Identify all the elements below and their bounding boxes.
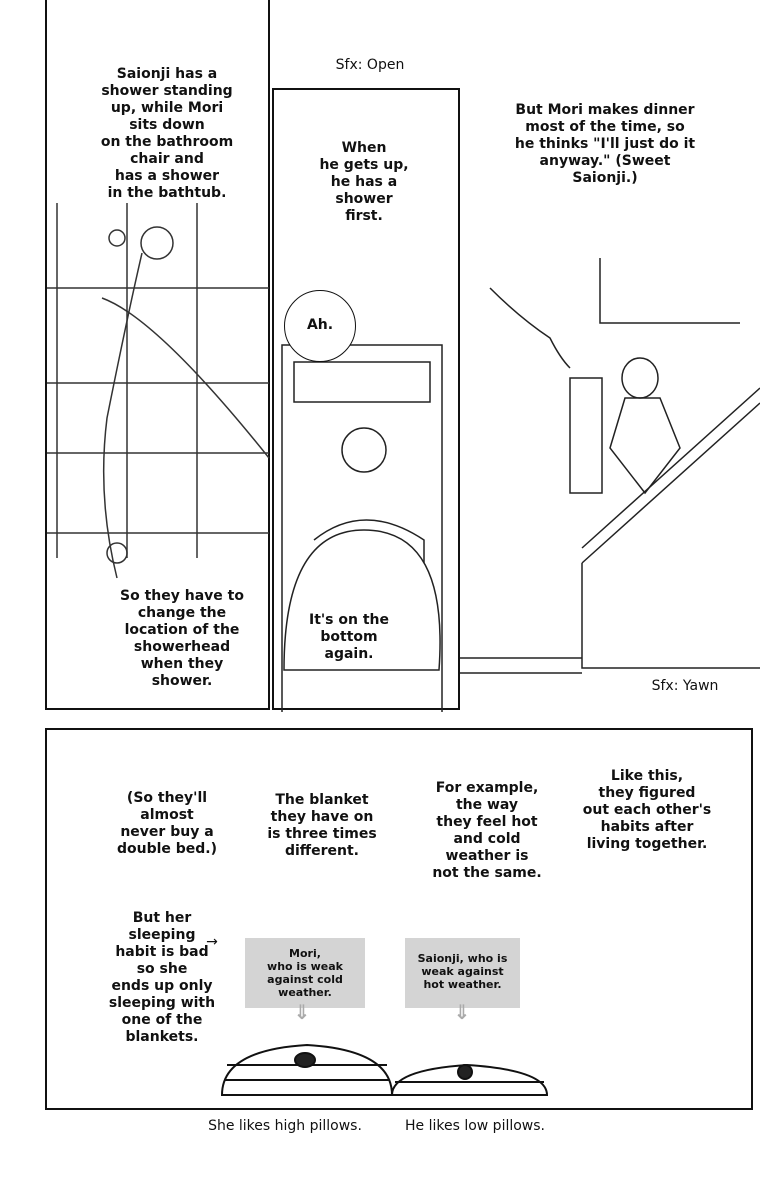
pillows-drawing (220, 1043, 549, 1096)
panel-shower: Saionji has a shower standing up, while … (45, 0, 270, 710)
speech-bubble-ah: Ah. (284, 290, 356, 362)
bathroom-door-drawing (281, 344, 443, 712)
caption-low-pillows: He likes low pillows. (404, 1118, 545, 1134)
note-hot-cold: For example, the way they feel hot and c… (432, 780, 542, 881)
label-mori-box: Mori, who is weak against cold weather. (245, 938, 365, 1008)
caption-change-showerhead: So they have to change the location of t… (120, 588, 244, 689)
caption-mori-makes-dinner: But Mori makes dinner most of the time, … (514, 102, 696, 186)
panel-stairs: But Mori makes dinner most of the time, … (460, 88, 760, 708)
caption-on-bottom-again: It's on the bottom again. (308, 612, 389, 662)
panel-bathroom-door: When he gets up, he has a shower first. … (272, 88, 460, 712)
shower-tiles-drawing (47, 203, 270, 579)
note-sleeping-habit: But her sleeping habit is bad so she end… (108, 910, 216, 1045)
note-figured-out-habits: Like this, they figured out each other's… (582, 768, 712, 852)
arrow-down-icon: ⇓ (293, 1000, 311, 1024)
note-blanket-difference: The blanket they have on is three times … (267, 792, 377, 859)
sfx-yawn: Sfx: Yawn (651, 678, 719, 694)
panel-blankets: (So they'll almost never buy a double be… (45, 728, 753, 1110)
arrow-right-icon: → (206, 934, 218, 950)
sfx-open: Sfx: Open (335, 57, 405, 73)
label-saionji-box: Saionji, who is weak against hot weather… (405, 938, 520, 1008)
caption-shower-habits: Saionji has a shower standing up, while … (100, 66, 234, 201)
staircase-drawing (460, 258, 760, 674)
note-double-bed: (So they'll almost never buy a double be… (116, 790, 218, 857)
arrow-down-icon: ⇓ (453, 1000, 471, 1024)
caption-shower-first: When he gets up, he has a shower first. (319, 140, 409, 224)
caption-high-pillows: She likes high pillows. (208, 1118, 362, 1134)
